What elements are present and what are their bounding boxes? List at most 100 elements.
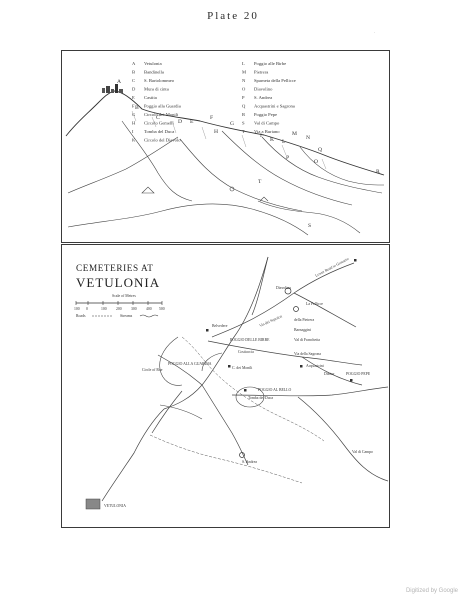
label-s-andrea: S. Andrea: [242, 460, 257, 464]
legend-key-p: P: [242, 95, 245, 100]
valley-line-1: [179, 138, 303, 212]
svg-text:Q: Q: [318, 147, 322, 153]
legend-key-d: D: [132, 87, 136, 92]
main-road-east: [163, 256, 269, 410]
svg-text:R: R: [376, 169, 380, 175]
svg-text:G: G: [230, 121, 234, 127]
valley-line-3: [261, 136, 383, 194]
poggio-pepe-marker: [350, 379, 353, 382]
via-dei-sepolcri: [211, 292, 295, 338]
svg-text:L: L: [282, 139, 286, 145]
scale-tick-5: 400: [146, 307, 152, 311]
legend-key-s: S: [242, 121, 245, 126]
svg-text:F: F: [210, 115, 213, 121]
valley-line-2: [221, 130, 353, 206]
legend-key-g: G: [132, 112, 136, 117]
legend-name-b: Bandinella: [144, 70, 164, 75]
tomb-mound-sketch: [229, 186, 235, 192]
legend-key-o: O: [242, 87, 246, 92]
scale-label: Scale of Metres: [112, 294, 136, 298]
road-network: [101, 256, 389, 502]
cemetery-map: CEMETERIES AT VETULONIA Scale of Metres …: [74, 256, 389, 510]
cemetery-map-panel: CEMETERIES AT VETULONIA Scale of Metres …: [61, 244, 390, 528]
road-val-di-campo: [297, 396, 389, 482]
tomba-duca-marker: [244, 389, 247, 392]
scale-tick-3: 200: [116, 307, 122, 311]
label-val-campo: Val di Campo: [352, 450, 373, 454]
legend-name-i: Tomba del Duca: [144, 129, 174, 134]
legend-name-n: Sparneta della Pellicce: [254, 78, 296, 83]
legend-key-f: F: [132, 104, 135, 109]
svg-text:O: O: [314, 159, 318, 165]
site-markers: [206, 259, 357, 458]
road-to-buriano: [257, 200, 361, 234]
scale-tick-2: 100: [101, 307, 107, 311]
streams-legend-label: Streams: [120, 314, 133, 318]
svg-text:S: S: [308, 223, 311, 229]
inset-label: VETULONIA: [104, 504, 126, 508]
legend-name-f: Poggio alla Guardia: [144, 104, 181, 109]
diavolino-circle-marker: [284, 287, 292, 295]
legend-name-q: Acquastrini e Sagrona: [254, 104, 295, 109]
legend-key-n: N: [242, 78, 246, 83]
belvedere-marker: [206, 329, 209, 332]
margin-speck: ·: [374, 30, 376, 35]
via-della-sagrona: [207, 340, 363, 366]
slope-hatching: [131, 110, 327, 170]
scale-bar: [75, 301, 163, 305]
label-poggio-guardia: POGGIO ALLA GUARDIA: [168, 362, 212, 366]
scale-tick-4: 300: [131, 307, 137, 311]
label-poggio-bello: POGGIO AL BELLO: [258, 388, 291, 392]
small-house-sketch: [141, 186, 155, 194]
svg-text:B: B: [135, 105, 139, 111]
hill-flank-line: [121, 120, 193, 202]
digitized-footer: Digitized by Google: [405, 588, 458, 594]
label-sagrona: Via della Sagrona: [294, 352, 321, 356]
svg-text:H: H: [214, 129, 218, 135]
legend-key-q: Q: [242, 104, 246, 109]
poggio-guardia-hill: [159, 336, 183, 386]
legend-key-r: R: [242, 112, 246, 117]
label-circle-of-rue: Circle of Rue: [142, 368, 163, 372]
stream-network: [149, 336, 325, 484]
s-andrea-circle-marker: [239, 452, 245, 458]
legend-key-l: L: [242, 61, 245, 66]
legend-key-h: H: [132, 121, 136, 126]
label-tomba-duca: Tomba del Duca: [248, 396, 273, 400]
svg-text:P: P: [286, 155, 289, 161]
legend-key-k: K: [132, 138, 136, 143]
left-slope-line: [67, 136, 179, 194]
legend-name-t: Via a Buriano: [254, 129, 280, 134]
legend-key-a: A: [132, 61, 136, 66]
scale-tick-1: 0: [86, 307, 88, 311]
svg-text:I: I: [260, 133, 262, 139]
panorama-markers: A B C D E F H G I K L M N O P Q R S T: [117, 79, 380, 229]
label-diavolino: Diavolino: [276, 286, 291, 290]
svg-text:A: A: [117, 79, 121, 85]
poggio-al-bello-hill: [235, 386, 265, 408]
main-ridge-line: [65, 90, 385, 176]
map-title-line1: CEMETERIES AT: [76, 263, 153, 273]
legend-name-s: Val di Campo: [254, 121, 280, 126]
label-poggio-pepe: POGGIO PEPE: [346, 372, 371, 376]
label-belvedere: Belvedere: [212, 324, 228, 328]
legend-name-d: Mura di cinta: [144, 87, 169, 92]
label-lower-road: Lower Road to Grosseto: [315, 257, 350, 278]
label-costiaccia: Costiaccia: [238, 350, 254, 354]
pietrera-circle-marker: [293, 306, 299, 312]
svg-text:M: M: [292, 131, 297, 137]
hill-outlines: [159, 336, 265, 420]
legend-name-m: Pietrera: [254, 70, 268, 75]
legend-name-c: S. Bartolommeo: [144, 78, 175, 83]
road-southwest: [101, 408, 165, 502]
road-to-s-andrea: [201, 384, 249, 466]
svg-text:N: N: [306, 135, 310, 141]
label-pietrera: della Pietrera: [294, 318, 314, 322]
roadside-building-sketch: [259, 196, 269, 202]
svg-text:D: D: [178, 119, 182, 125]
label-ductor: Ductor: [324, 372, 335, 376]
acquastrini-marker: [300, 365, 303, 368]
